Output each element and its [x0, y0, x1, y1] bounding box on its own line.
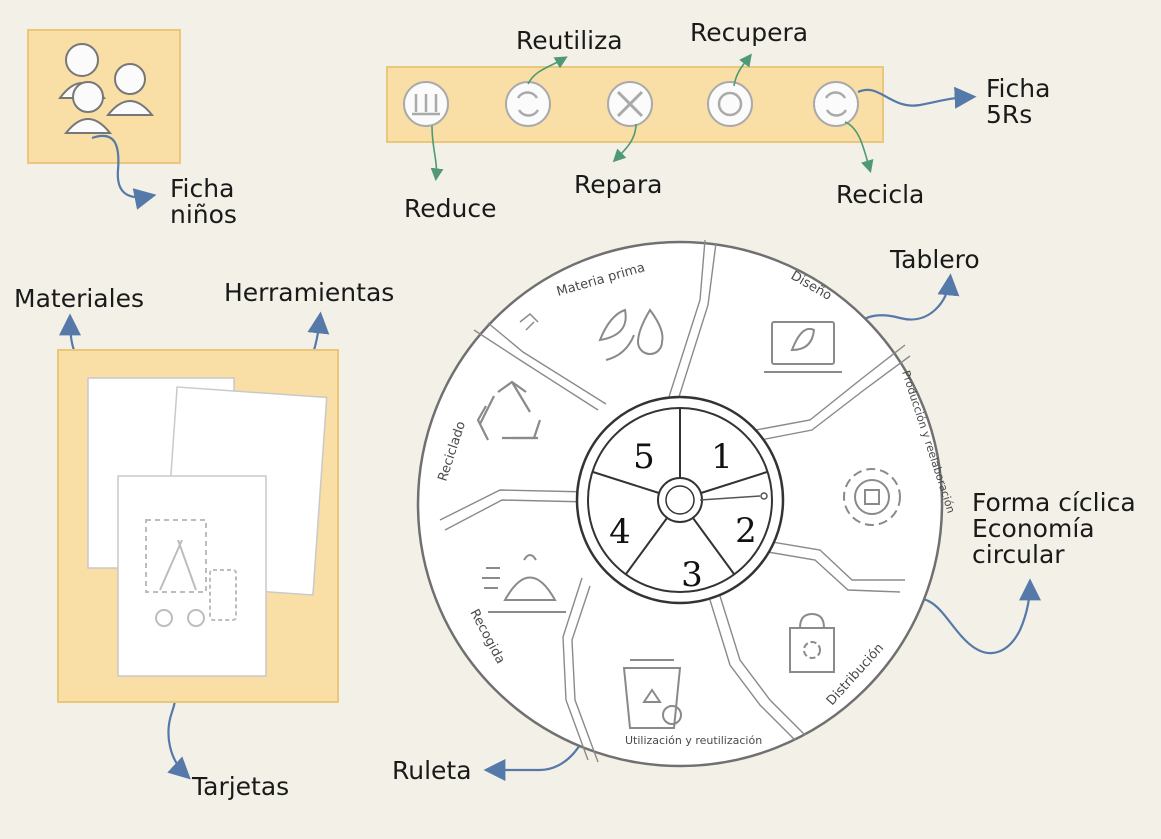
recogida-icon — [482, 554, 566, 613]
roulette-number-3: 3 — [681, 555, 703, 595]
reuse-icon — [505, 81, 551, 127]
label-recicla: Recicla — [836, 180, 925, 209]
tarjetas-panel — [57, 349, 339, 703]
fivers-arrows — [430, 53, 874, 182]
small-arrows-icon — [519, 312, 539, 331]
label-ruleta: Ruleta — [392, 756, 472, 785]
roulette-number-5: 5 — [633, 437, 655, 477]
label-forma-ciclica: Forma cíclica Economía circular — [972, 488, 1136, 569]
label-reutiliza: Reutiliza — [516, 26, 623, 55]
label-recupera: Recupera — [690, 18, 809, 47]
reciclado-icon — [476, 380, 542, 441]
reduce-icon — [403, 81, 449, 127]
label-tablero: Tablero — [890, 245, 980, 274]
recycle-icon — [813, 81, 859, 127]
label-tarjetas: Tarjetas — [192, 772, 290, 801]
segment-utilizacion: Utilización y reutilización — [625, 734, 762, 747]
roulette[interactable]: 1 2 3 4 5 — [575, 395, 785, 605]
label-ficha-ninos: Ficha niños — [170, 174, 237, 229]
roulette-number-4: 4 — [609, 512, 631, 552]
ficha-ninos-card — [27, 29, 181, 164]
label-reduce: Reduce — [404, 194, 497, 223]
game-board: Materia prima Diseño Producción y reelab… — [416, 239, 958, 768]
produccion-icon — [843, 468, 901, 526]
tools-icon — [145, 519, 237, 627]
roulette-number-2: 2 — [735, 511, 757, 551]
roulette-number-1: 1 — [711, 437, 733, 477]
repair-icon — [607, 81, 653, 127]
utilizacion-icon — [622, 659, 682, 729]
recover-icon — [707, 81, 753, 127]
group-people-icon — [58, 43, 155, 134]
label-materiales: Materiales — [14, 284, 144, 313]
diseno-icon — [764, 321, 842, 373]
label-repara: Repara — [574, 170, 663, 199]
distribucion-icon — [789, 612, 835, 673]
label-herramientas: Herramientas — [224, 278, 395, 307]
materia-prima-icon — [598, 308, 664, 361]
label-ficha-5rs: Ficha 5Rs — [986, 74, 1051, 129]
